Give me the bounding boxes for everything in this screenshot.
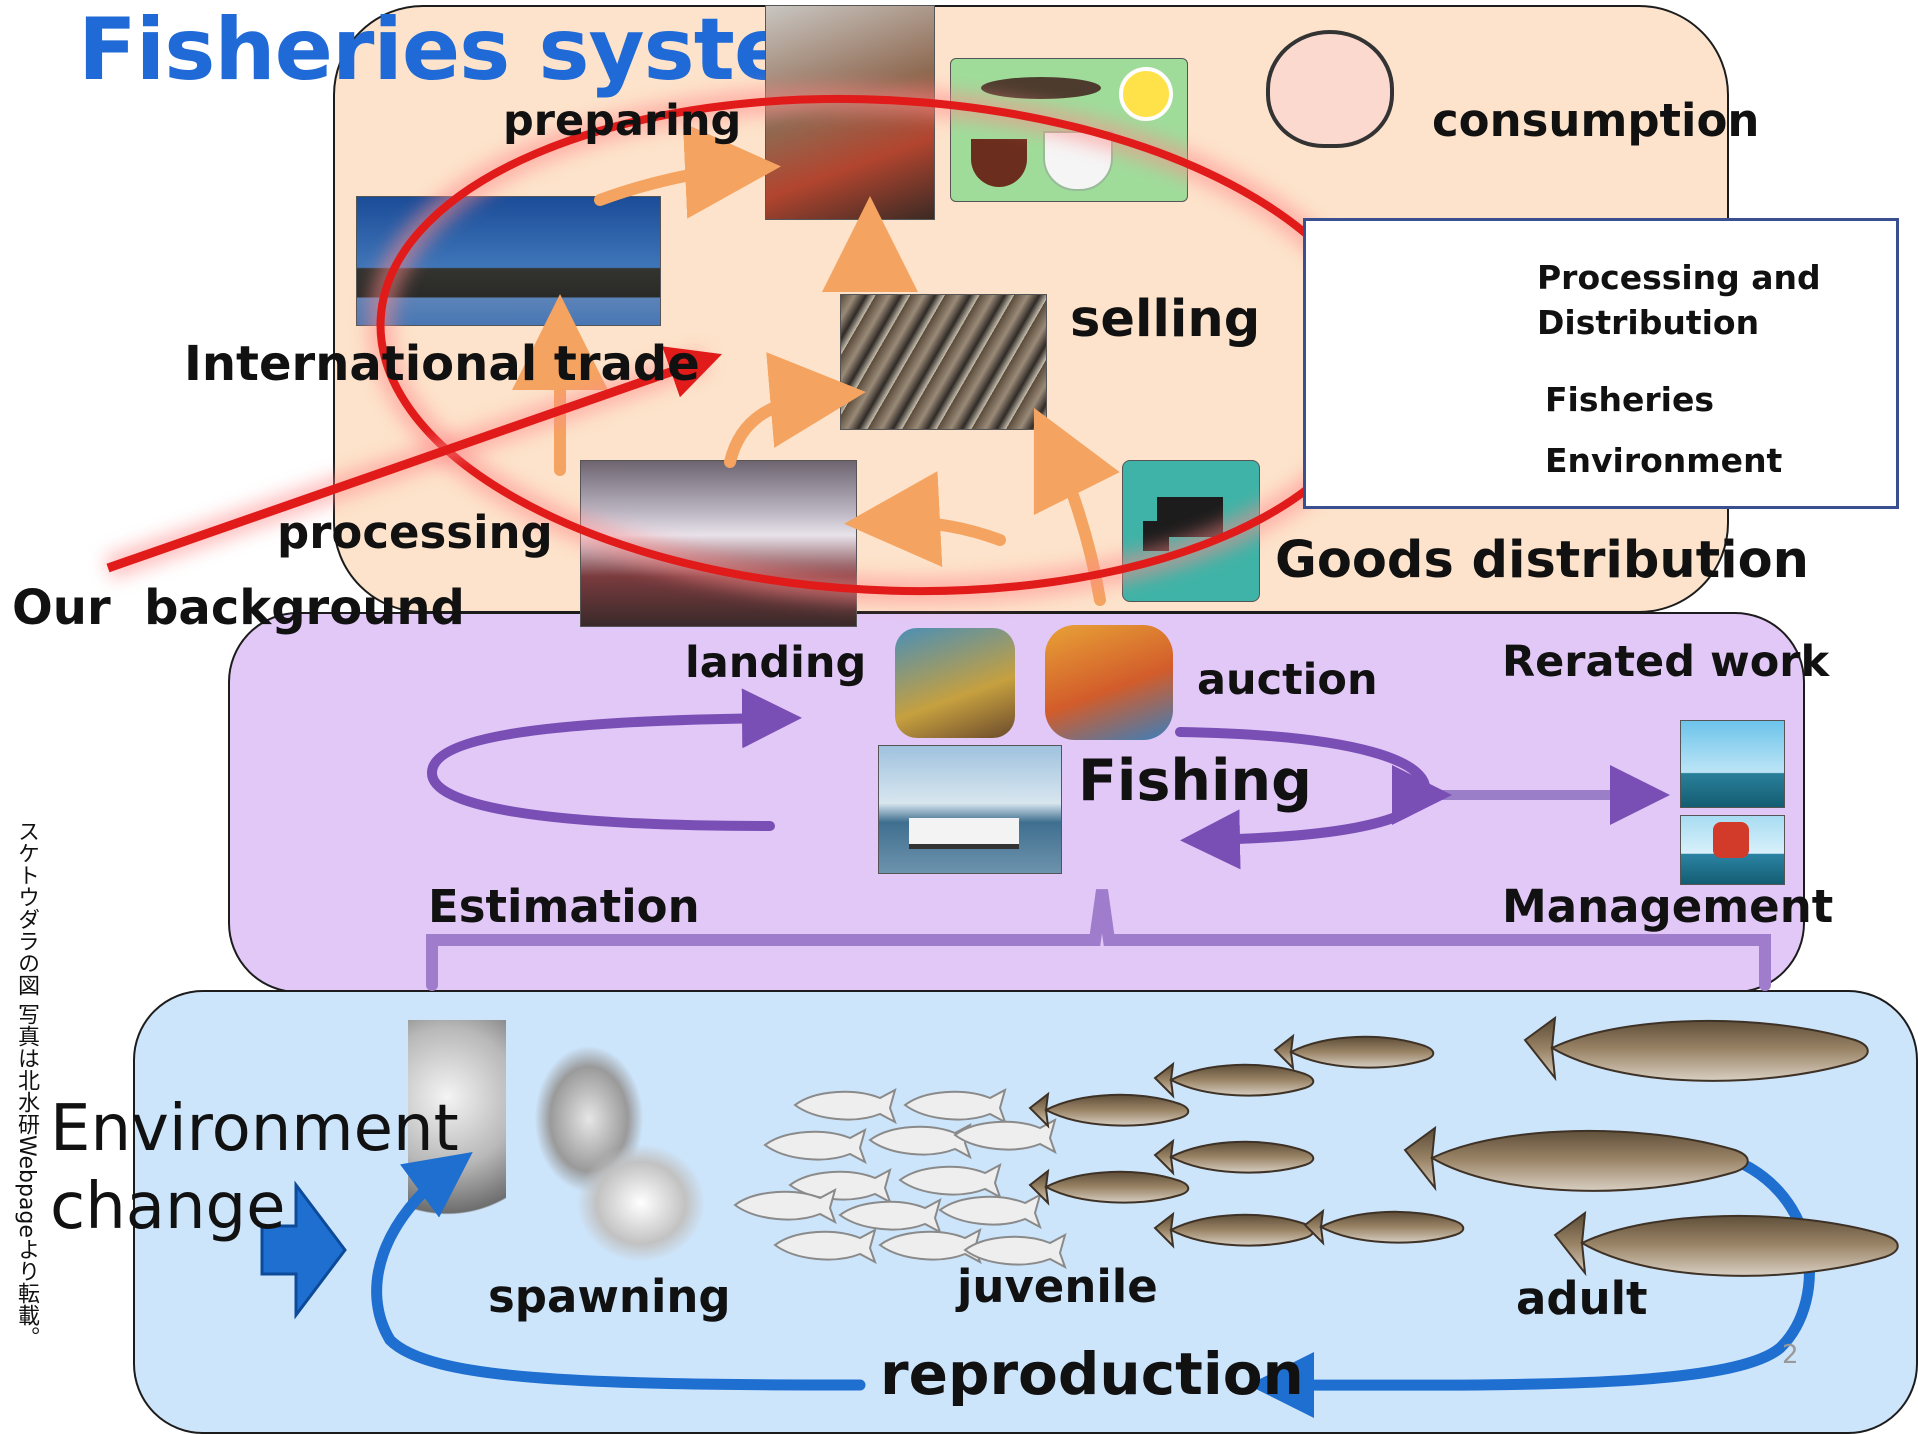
subadult-fish-school <box>1028 1033 1465 1249</box>
label-reproduction: reproduction <box>880 1340 1304 1408</box>
arrow-trade-to-preparing <box>594 122 781 219</box>
adult-fish-school <box>1403 1015 1899 1277</box>
label-estimation: Estimation <box>428 880 700 933</box>
legend-label-fisheries: Fisheries <box>1545 380 1714 419</box>
trawler-illustration <box>1680 720 1785 808</box>
sailing-ship-illustration <box>1680 815 1785 885</box>
background-pointer-arrow <box>106 346 722 573</box>
blue-environment-arrows <box>371 1149 1815 1419</box>
label-related-work: Rerated work <box>1502 637 1830 687</box>
label-selling: selling <box>1070 290 1261 349</box>
purple-fisheries-arrows <box>426 688 1771 991</box>
fishing-boat-photo <box>878 745 1062 874</box>
label-spawning: spawning <box>488 1270 731 1323</box>
label-processing: processing <box>277 506 553 559</box>
label-preparing: preparing <box>503 96 742 146</box>
label-environment-change: Environment change <box>50 1090 459 1246</box>
legend-box <box>1303 218 1899 509</box>
label-adult: adult <box>1516 1272 1648 1325</box>
label-consumption: consumption <box>1432 94 1760 147</box>
legend-label-processing-line2: Distribution <box>1537 303 1760 342</box>
label-juvenile: juvenile <box>957 1260 1158 1313</box>
image-credit-vertical: スケトウダラの図 写真は北水研Webpageより転載。 <box>14 820 39 1348</box>
landing-illustration <box>895 628 1015 738</box>
arrow-processing-to-selling <box>724 352 866 468</box>
page-number: 2 <box>1782 1340 1799 1370</box>
label-goods-distribution: Goods distribution <box>1275 531 1809 590</box>
eating-person-illustration <box>1266 30 1394 148</box>
label-environment-change-line1: Environment <box>50 1092 459 1166</box>
label-fishing: Fishing <box>1078 748 1312 814</box>
larvae-illustration <box>578 1145 704 1261</box>
label-our-background: Our background <box>12 580 465 636</box>
arrow-fishing-to-processing <box>844 471 1006 567</box>
label-environment-change-line2: change <box>50 1170 286 1244</box>
environment-change-block-arrow <box>260 1180 347 1320</box>
page-title: Fisheries system <box>78 0 881 100</box>
reproduction-cycle-arrow <box>1248 1149 1815 1419</box>
estimation-loop-arrow <box>427 688 802 831</box>
label-international-trade: International trade <box>184 336 700 392</box>
label-landing: landing <box>685 638 867 688</box>
label-auction: auction <box>1197 655 1378 705</box>
fisheries-environment-bracket <box>426 889 1771 991</box>
label-management: Management <box>1502 880 1834 933</box>
legend-label-processing-line1: Processing and <box>1537 258 1821 297</box>
auction-illustration <box>1045 625 1173 740</box>
reproduction-return-arrow <box>371 1151 866 1391</box>
delivery-truck-icon <box>1122 460 1260 602</box>
legend-label-environment: Environment <box>1545 441 1783 480</box>
fish-market-photo <box>840 294 1047 430</box>
juvenile-fish-school <box>733 1088 1067 1270</box>
